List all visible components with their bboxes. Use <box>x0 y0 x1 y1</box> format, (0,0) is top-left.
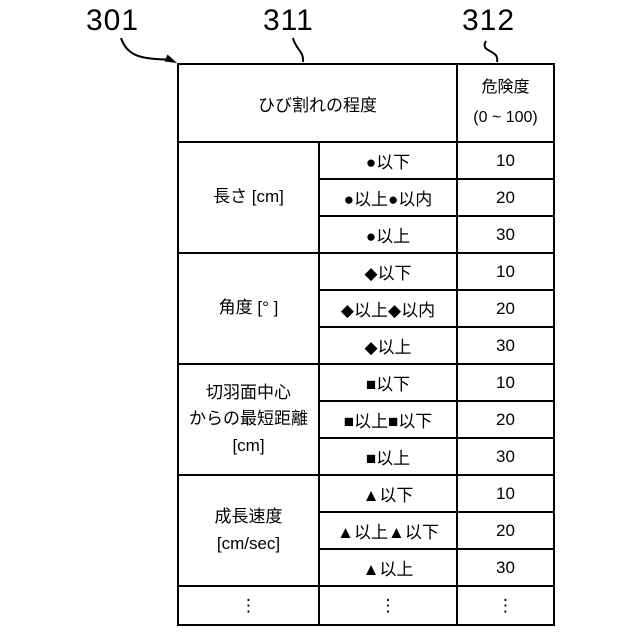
group-label-line: [cm/sec] <box>216 533 281 553</box>
risk-cell: 10 <box>456 252 555 291</box>
condition-cell: ●以上●以内 <box>318 178 458 217</box>
group-label-angle: 角度 [° ] <box>177 252 320 365</box>
risk-header-title: 危険度 <box>481 78 530 96</box>
risk-cell: 20 <box>456 400 555 439</box>
table-row: ◆以上 30 <box>178 326 555 365</box>
risk-cell: 30 <box>456 548 555 587</box>
risk-cell: 10 <box>456 363 555 402</box>
risk-cell: 30 <box>456 215 555 254</box>
risk-header-cell: 危険度 (0 ~ 100) <box>456 63 555 143</box>
risk-cell: 20 <box>456 289 555 328</box>
crack-risk-table: ひび割れの程度 危険度 (0 ~ 100) 長さ [cm] ●以下 10 ●以上… <box>177 63 555 626</box>
group-label-length: 長さ [cm] <box>177 141 320 254</box>
table-row: 角度 [° ] ◆以下 10 <box>177 252 555 365</box>
table-row-ellipsis: ⋮ ⋮ ⋮ <box>177 585 555 626</box>
risk-cell: 10 <box>456 141 555 180</box>
crack-degree-header-cell: ひび割れの程度 <box>177 63 458 143</box>
condition-cell: ●以上 <box>318 215 458 254</box>
risk-header-range: (0 ~ 100) <box>473 109 538 126</box>
risk-cell: 20 <box>456 178 555 217</box>
leader-301-arrowhead <box>164 54 177 63</box>
group-label-speed: 成長速度 [cm/sec] <box>177 474 320 587</box>
condition-cell: ◆以下 <box>318 252 458 291</box>
condition-cell: ▲以上 <box>318 548 458 587</box>
group-label-line: 切羽面中心 <box>206 382 291 402</box>
leader-312-line <box>483 40 499 63</box>
ref-label-311: 311 <box>263 4 314 37</box>
ref-label-301: 301 <box>86 4 140 37</box>
leader-301-line <box>120 37 168 61</box>
group-label-line: 角度 [° ] <box>218 298 279 318</box>
condition-cell: ■以上 <box>318 437 458 476</box>
group-label-line: からの最短距離 <box>189 409 308 429</box>
condition-cell: ■以下 <box>318 363 458 402</box>
table-row: ●以上 30 <box>178 215 555 254</box>
condition-cell: ▲以下 <box>318 474 458 513</box>
table-row: 切羽面中心 からの最短距離 [cm] ■以下 10 <box>177 363 555 476</box>
table-row: ▲以上▲以下 20 <box>178 511 555 550</box>
table-header-row: ひび割れの程度 危険度 (0 ~ 100) <box>177 63 555 143</box>
table-row: 成長速度 [cm/sec] ▲以下 10 <box>177 474 555 587</box>
table-row: ■以上■以下 20 <box>178 400 555 439</box>
group-label-line: 長さ [cm] <box>213 187 284 207</box>
leader-311-line <box>292 37 305 63</box>
ellipsis-cell: ⋮ <box>456 585 555 626</box>
risk-cell: 30 <box>456 437 555 476</box>
group-label-line: [cm] <box>232 435 265 455</box>
risk-cell: 20 <box>456 511 555 550</box>
table-row: ◆以上◆以内 20 <box>178 289 555 328</box>
table-row: 長さ [cm] ●以下 10 <box>177 141 555 254</box>
table-row: ●以上●以内 20 <box>178 178 555 217</box>
ref-label-312: 312 <box>462 4 516 37</box>
ellipsis-cell: ⋮ <box>177 585 320 626</box>
ellipsis-cell: ⋮ <box>318 585 458 626</box>
condition-cell: ●以下 <box>318 141 458 180</box>
group-label-distance: 切羽面中心 からの最短距離 [cm] <box>177 363 320 476</box>
table-row: ▲以上 30 <box>178 548 555 587</box>
condition-cell: ▲以上▲以下 <box>318 511 458 550</box>
condition-cell: ◆以上◆以内 <box>318 289 458 328</box>
condition-cell: ■以上■以下 <box>318 400 458 439</box>
risk-cell: 30 <box>456 326 555 365</box>
table-row: ■以上 30 <box>178 437 555 476</box>
group-label-line: 成長速度 <box>214 507 283 527</box>
condition-cell: ◆以上 <box>318 326 458 365</box>
risk-cell: 10 <box>456 474 555 513</box>
